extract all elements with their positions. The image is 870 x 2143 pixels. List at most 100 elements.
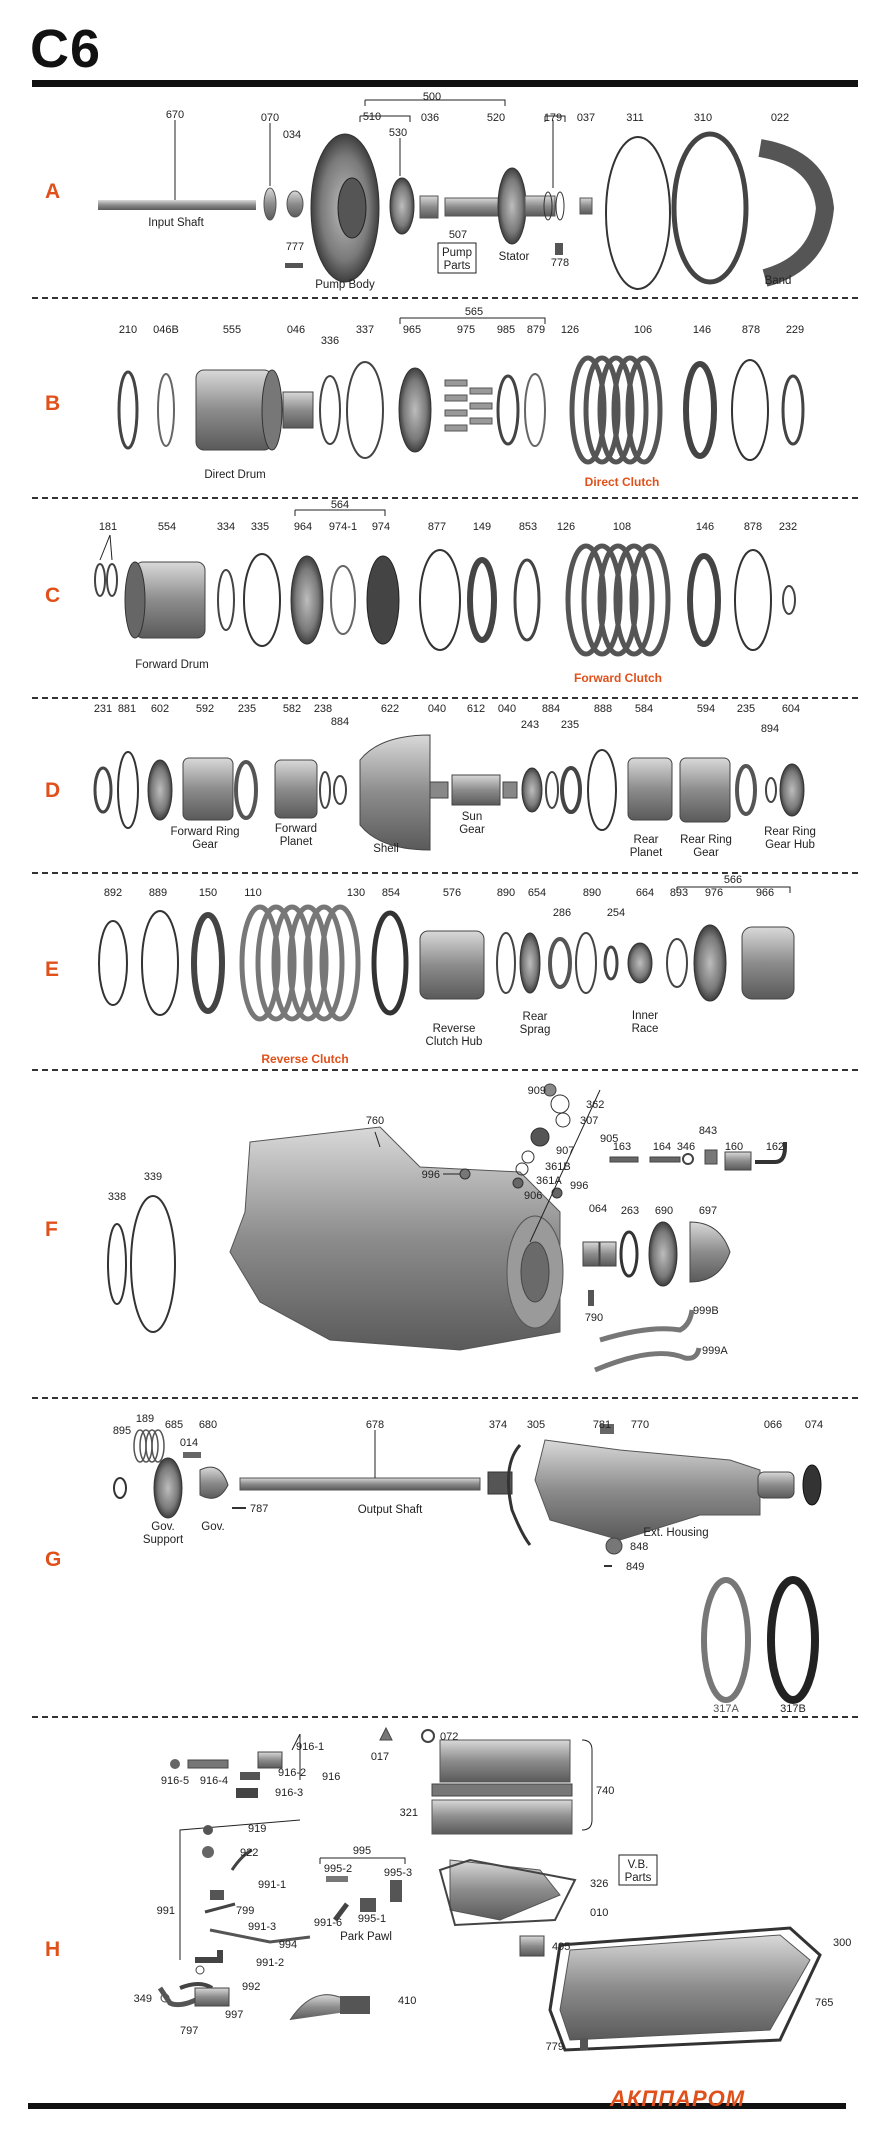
part-number: 995-3 (384, 1867, 412, 1879)
part-label: Pump (442, 247, 472, 259)
part-number: 235 (737, 703, 755, 715)
part-number: 238 (314, 703, 332, 715)
transmission-case-part (229, 1126, 561, 1351)
part-number: 893 (670, 887, 688, 899)
part-number: 361A (536, 1175, 562, 1187)
section-d-diagram: 231 881 602 592 235 582 238 884 622 040 … (0, 700, 870, 870)
part-number: 040 (498, 703, 516, 715)
part-number: 146 (696, 521, 714, 533)
part-number: 995-2 (324, 1863, 352, 1875)
section-divider (32, 1716, 858, 1718)
part-number: 799 (236, 1905, 254, 1917)
shell-part (359, 734, 431, 851)
reverse-clutch-pack-part (239, 904, 361, 1022)
part-label: Gov. (201, 1521, 224, 1533)
part-number: 654 (528, 887, 546, 899)
bushing-part (286, 190, 304, 218)
seal-ring-part (605, 136, 671, 290)
part-label: Rear Ring (764, 826, 816, 838)
footer-rule (28, 2103, 846, 2109)
part-number: 335 (251, 521, 269, 533)
part-number: 965 (403, 324, 421, 336)
part-number: 991-1 (258, 1879, 286, 1891)
filter-part (449, 1859, 561, 1921)
part-number: 999A (702, 1345, 728, 1357)
part-number: 991-2 (256, 1957, 284, 1969)
part-label: Gear Hub (765, 839, 815, 851)
section-g-diagram: 895 189 685 014 680 678 374 305 781 770 … (0, 1400, 870, 1716)
part-number: 555 (223, 324, 241, 336)
page-title: C6 (30, 19, 102, 79)
gasket-317b-part (767, 1576, 819, 1704)
section-a-diagram: 670 070 034 510 500 530 036 520 179 037 … (0, 88, 870, 296)
part-number: 108 (613, 521, 631, 533)
part-number: 916-2 (278, 1767, 306, 1779)
part-number: 992 (242, 1981, 260, 1993)
section-c-diagram: 181 554 334 335 564 964 974-1 974 877 14… (0, 500, 870, 696)
part-number: 338 (108, 1191, 126, 1203)
bushing-part (419, 195, 439, 219)
part-number: 592 (196, 703, 214, 715)
extension-housing-part (534, 1439, 761, 1541)
part-number: 037 (577, 112, 595, 124)
part-number: 604 (782, 703, 800, 715)
part-number: 554 (158, 521, 176, 533)
part-number: 305 (527, 1419, 545, 1431)
sprag-drum-part (741, 926, 795, 1000)
part-label: Reverse (433, 1023, 476, 1035)
bracket-995 (319, 1857, 406, 1864)
stator-part (497, 167, 527, 245)
inner-race-part (627, 942, 653, 984)
section-divider (32, 1069, 858, 1071)
section-letter-g: G (45, 1548, 62, 1571)
piston-part (398, 367, 432, 453)
part-number: 017 (371, 1751, 389, 1763)
part-number: 974 (372, 521, 390, 533)
input-shaft-part (98, 200, 256, 210)
forward-clutch-pack-part (565, 543, 671, 657)
section-divider (32, 872, 858, 874)
part-number: 146 (693, 324, 711, 336)
part-label: Support (143, 1534, 184, 1546)
part-number: 888 (594, 703, 612, 715)
part-number: 881 (118, 703, 136, 715)
part-label: Gear (693, 847, 719, 859)
part-number: 909 (528, 1085, 546, 1097)
part-label: Sprag (520, 1024, 551, 1036)
part-number: 916-1 (296, 1741, 324, 1753)
section-letter-d: D (45, 779, 61, 802)
part-number: 999B (693, 1305, 719, 1317)
part-label: Input Shaft (148, 217, 204, 229)
part-label: Planet (630, 847, 663, 859)
part-number: 916-4 (200, 1775, 228, 1787)
part-number: 697 (699, 1205, 717, 1217)
section-letter-c: C (45, 584, 61, 607)
section-g-svg: 895 189 685 014 680 678 374 305 781 770 … (113, 1413, 823, 1715)
section-b-diagram: 210 046B 555 046 336 337 965 565 975 985… (0, 300, 870, 496)
part-number: 884 (331, 716, 349, 728)
governor-part (199, 1466, 229, 1499)
part-number: 884 (542, 703, 560, 715)
valve-body-part (439, 1739, 571, 1783)
gasket-317a-part (701, 1577, 751, 1703)
section-letter-h: H (45, 1938, 61, 1961)
part-number: 919 (248, 1823, 266, 1835)
thrust-washer-part (263, 187, 277, 221)
part-number: 848 (630, 1541, 648, 1553)
part-number: 974-1 (329, 521, 357, 533)
part-label: Forward Clutch (574, 671, 662, 685)
part-number: 890 (583, 887, 601, 899)
part-number: 130 (347, 887, 365, 899)
part-number: 235 (561, 719, 579, 731)
part-number: 235 (238, 703, 256, 715)
part-number: 106 (634, 324, 652, 336)
part-number: 922 (240, 1847, 258, 1859)
part-number: 996 (422, 1169, 440, 1181)
part-label: Output Shaft (358, 1504, 423, 1516)
part-number: 179 (544, 112, 562, 124)
part-number: 510 (363, 111, 381, 123)
part-number: 995 (353, 1845, 371, 1857)
part-number: 854 (382, 887, 400, 899)
brand-logo: АКППАРОМ (610, 2086, 746, 2111)
thrust-washer-part (117, 370, 139, 450)
